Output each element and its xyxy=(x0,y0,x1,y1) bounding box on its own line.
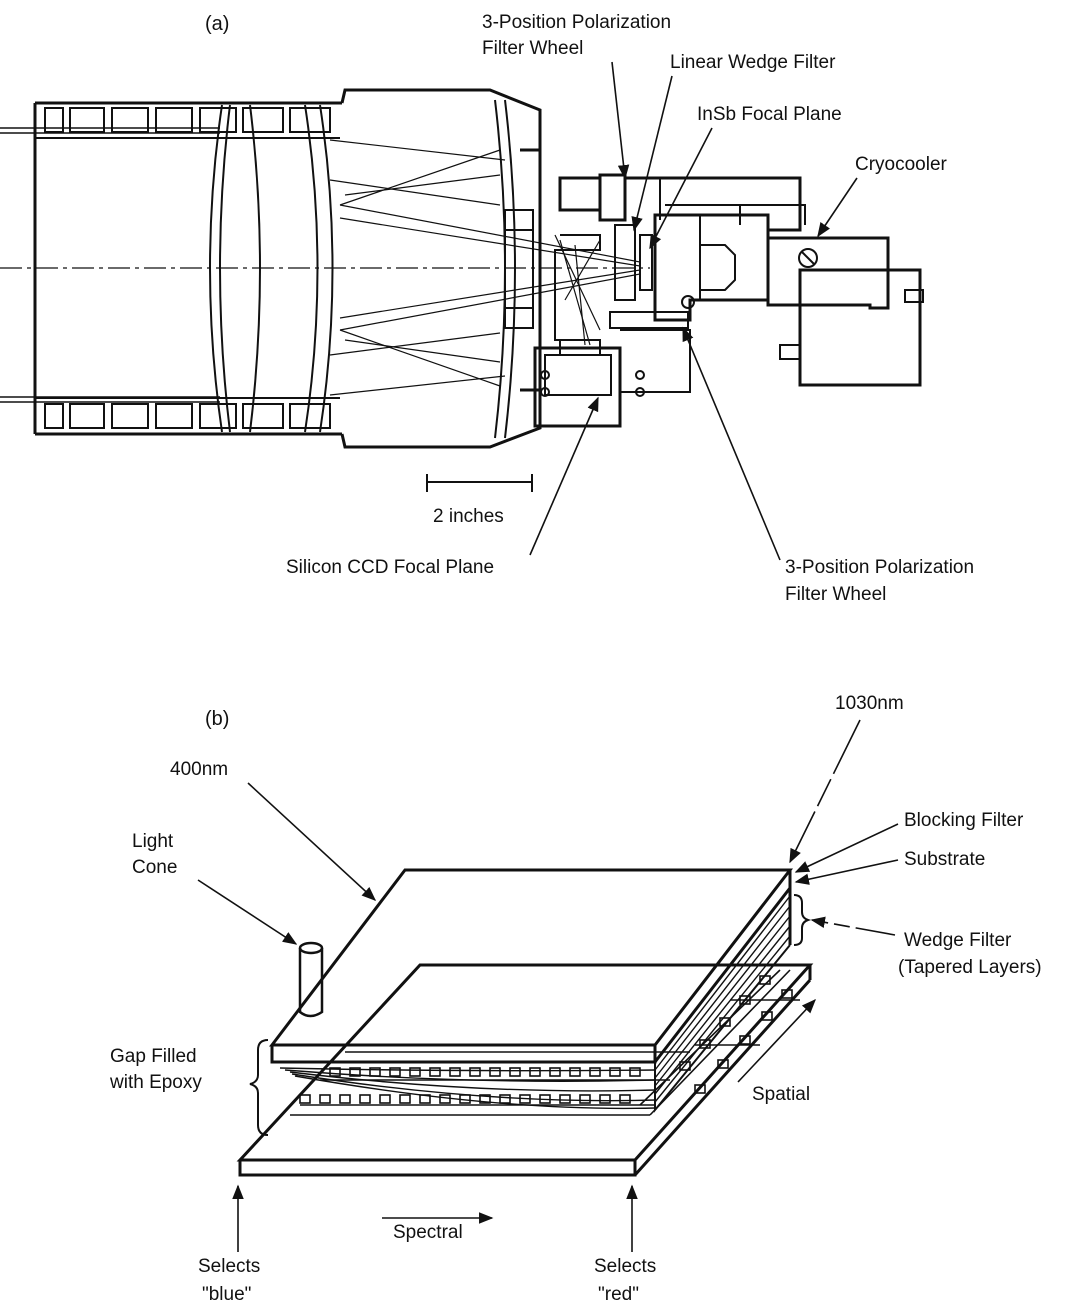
label-polarization-wheel-top-line2: Filter Wheel xyxy=(482,38,583,59)
label-light-cone-line1: Light xyxy=(132,831,174,852)
label-1030nm: 1030nm xyxy=(835,693,904,714)
label-selects-red-line2: "red" xyxy=(598,1284,639,1305)
detector-plate xyxy=(236,963,814,1177)
label-spectral: Spectral xyxy=(393,1222,463,1243)
panel-b-label: (b) xyxy=(205,708,229,730)
label-cryocooler: Cryocooler xyxy=(855,154,948,175)
scale-label: 2 inches xyxy=(433,506,504,527)
label-polarization-wheel-bottom-line2: Filter Wheel xyxy=(785,584,886,605)
label-insb-focal-plane: InSb Focal Plane xyxy=(697,104,842,125)
label-wedge-filter-line2: (Tapered Layers) xyxy=(898,957,1042,978)
gap-brace xyxy=(249,1039,269,1136)
wedge-brace xyxy=(793,894,812,946)
scale-bar xyxy=(426,474,533,492)
label-silicon-ccd: Silicon CCD Focal Plane xyxy=(286,557,494,578)
label-gap-line1: Gap Filled xyxy=(110,1046,197,1067)
label-spatial: Spatial xyxy=(752,1084,810,1105)
panel-b-callout-arrows xyxy=(197,719,899,1252)
label-400nm: 400nm xyxy=(170,759,228,780)
label-linear-wedge-filter: Linear Wedge Filter xyxy=(670,52,836,73)
wedge-filter-stack xyxy=(268,868,794,1113)
telescope-barrel xyxy=(0,101,342,436)
label-blocking-filter: Blocking Filter xyxy=(904,810,1024,831)
label-selects-blue-line2: "blue" xyxy=(202,1284,251,1305)
label-selects-blue-line1: Selects xyxy=(198,1256,260,1277)
label-gap-line2: with Epoxy xyxy=(109,1072,202,1093)
label-selects-red-line1: Selects xyxy=(594,1256,656,1277)
label-polarization-wheel-bottom-line1: 3-Position Polarization xyxy=(785,557,974,578)
label-light-cone-line2: Cone xyxy=(132,857,177,878)
cryocooler-body xyxy=(766,236,924,387)
panel-b: (b) xyxy=(109,693,1042,1305)
panel-a: (a) xyxy=(0,12,974,605)
ray-fans xyxy=(329,139,641,396)
label-substrate: Substrate xyxy=(904,849,985,870)
panel-a-callout-arrows xyxy=(529,61,858,561)
label-polarization-wheel-top-line1: 3-Position Polarization xyxy=(482,12,671,33)
rear-housing xyxy=(533,173,806,428)
panel-a-label: (a) xyxy=(205,13,229,35)
label-wedge-filter-line1: Wedge Filter xyxy=(904,930,1012,951)
light-cone xyxy=(298,941,324,1018)
